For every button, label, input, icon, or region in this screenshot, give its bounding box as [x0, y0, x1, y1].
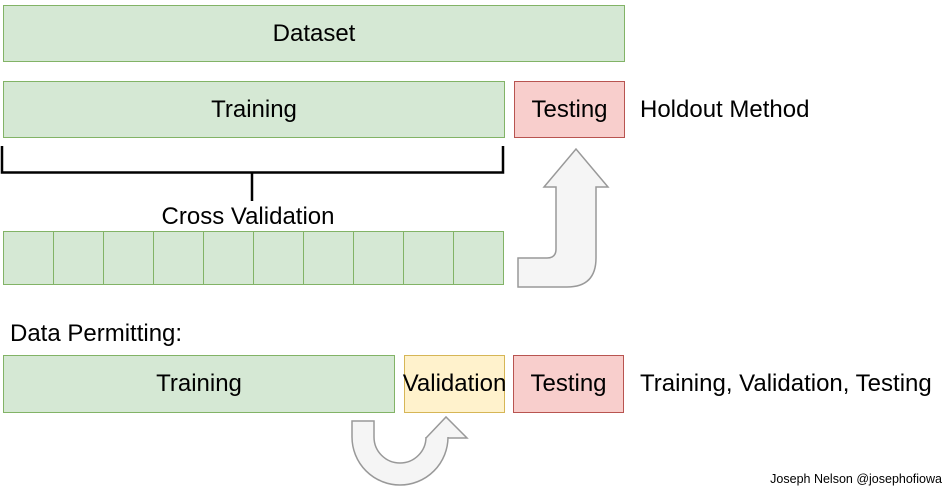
- cv-fold-cell: [354, 232, 404, 284]
- holdout-training-label: Training: [211, 95, 297, 123]
- cv-fold-cell: [4, 232, 54, 284]
- threeway-caption: Training, Validation, Testing: [640, 370, 932, 397]
- cross-validation-label: Cross Validation: [161, 203, 335, 230]
- threeway-training-label: Training: [156, 370, 242, 397]
- cv-fold-cell: [54, 232, 104, 284]
- u-turn-arrow-icon: [351, 415, 469, 486]
- cv-fold-cell: [104, 232, 154, 284]
- dataset-label: Dataset: [272, 19, 356, 47]
- elbow-up-arrow-icon: [517, 147, 610, 288]
- threeway-training-box: Training: [3, 355, 395, 413]
- cv-fold-cell: [454, 232, 503, 284]
- attribution-text: Joseph Nelson @josephofiowa: [770, 472, 942, 486]
- cv-fold-cell: [404, 232, 454, 284]
- threeway-validation-box: Validation: [402, 355, 507, 413]
- holdout-training-box: Training: [3, 81, 505, 138]
- cv-fold-cell: [304, 232, 354, 284]
- threeway-testing-box: Testing: [513, 355, 624, 413]
- threeway-testing-label: Testing: [530, 370, 607, 397]
- threeway-validation-label: Validation: [402, 370, 507, 397]
- cv-fold-cell: [154, 232, 204, 284]
- dataset-box: Dataset: [3, 5, 625, 62]
- cv-fold-cell: [204, 232, 254, 284]
- holdout-testing-label: Testing: [531, 95, 608, 123]
- data-permitting-label: Data Permitting:: [10, 320, 183, 347]
- cross-validation-bracket: [0, 146, 505, 201]
- cv-folds-bar: [3, 231, 504, 285]
- cv-fold-cell: [254, 232, 304, 284]
- holdout-method-caption: Holdout Method: [640, 95, 810, 123]
- holdout-testing-box: Testing: [514, 81, 625, 138]
